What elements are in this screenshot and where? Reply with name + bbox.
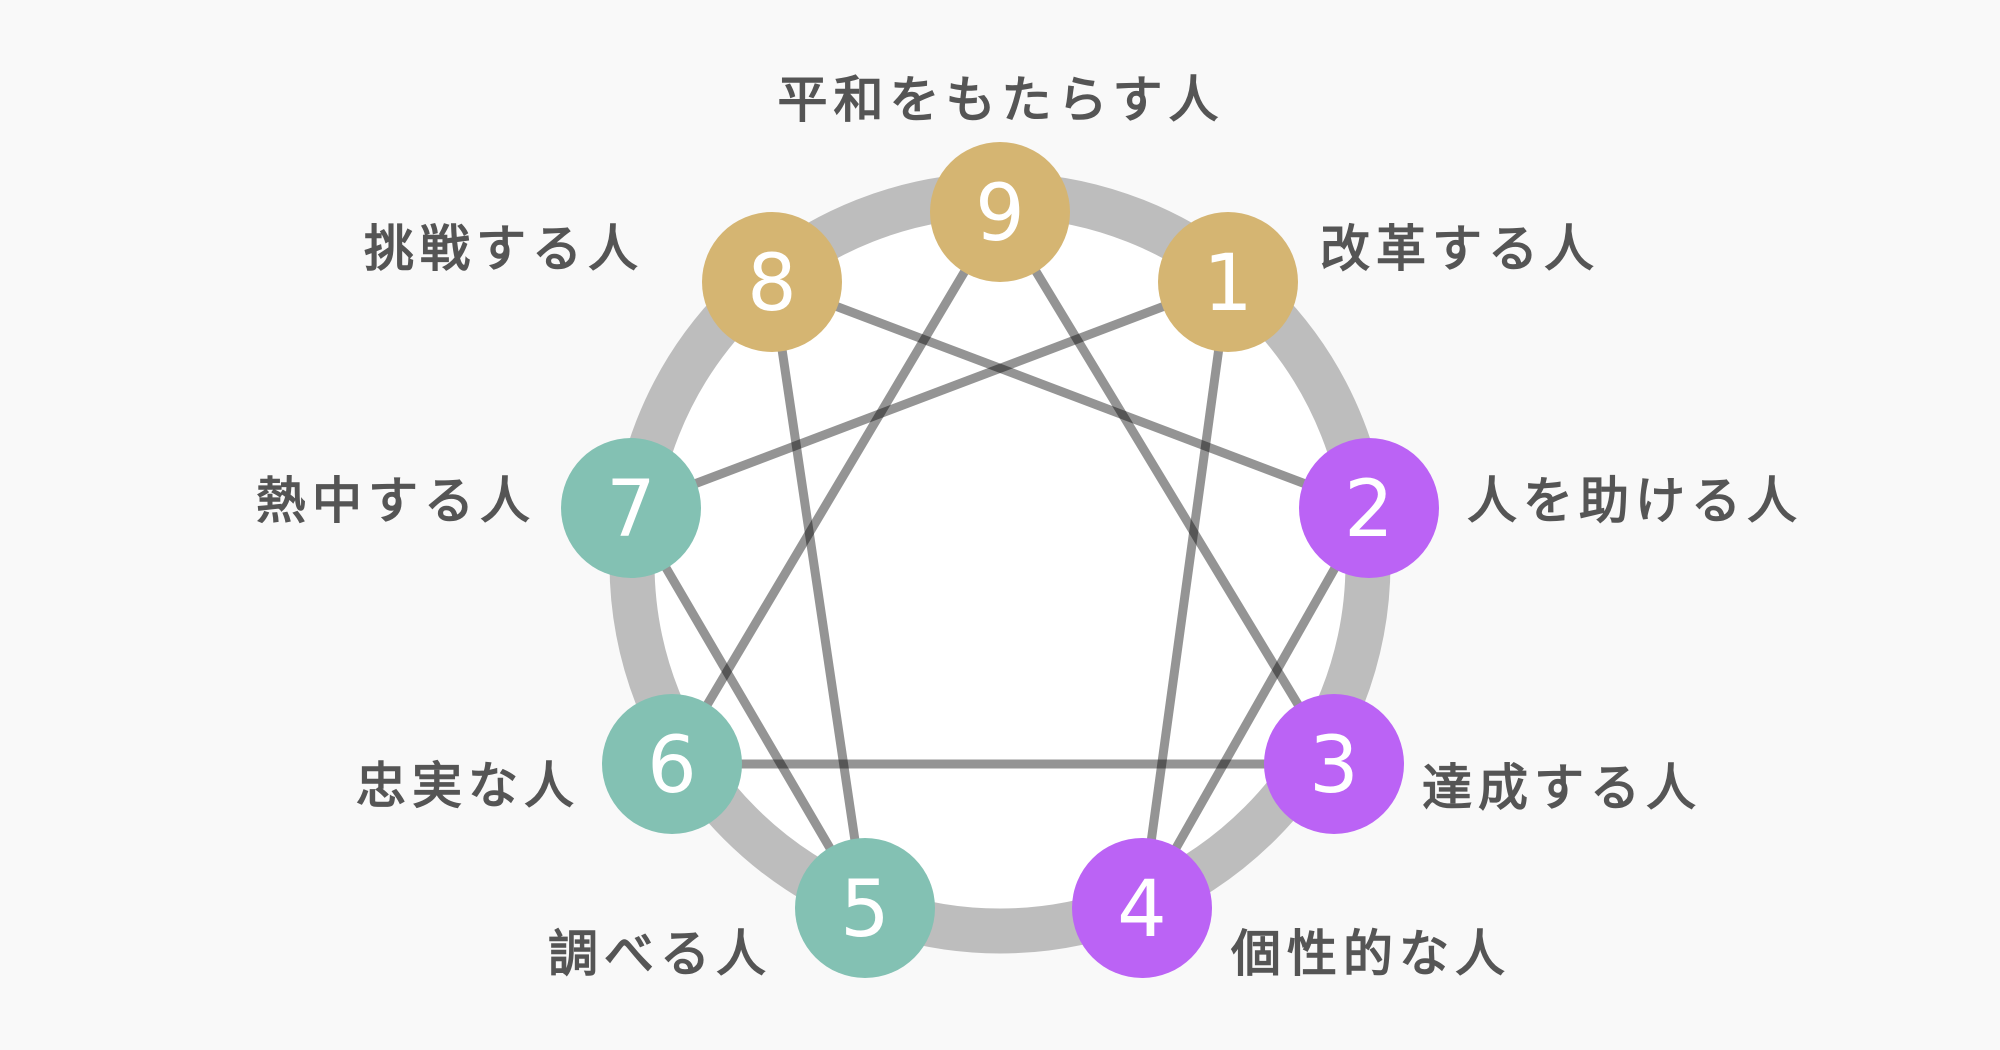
node-number-4: 4 xyxy=(1117,865,1167,955)
node-number-3: 3 xyxy=(1309,721,1359,811)
node-type-5 xyxy=(795,838,935,978)
connection-line-7-1 xyxy=(629,277,1230,513)
node-number-1: 1 xyxy=(1203,239,1253,329)
node-number-5: 5 xyxy=(840,865,890,955)
node-type-8 xyxy=(702,212,842,352)
label-type-6: 忠実な人 xyxy=(356,757,580,815)
node-type-7 xyxy=(561,438,701,578)
connection-line-2-8 xyxy=(770,277,1371,513)
node-number-9: 9 xyxy=(975,169,1025,259)
node-number-2: 2 xyxy=(1344,465,1394,555)
connection-line-1-4 xyxy=(1137,281,1233,909)
node-type-1 xyxy=(1158,212,1298,352)
node-type-9 xyxy=(930,142,1070,282)
label-type-5: 調べる人 xyxy=(548,925,772,983)
node-type-6 xyxy=(602,694,742,834)
connection-line-5-7 xyxy=(627,505,869,911)
node-number-7: 7 xyxy=(606,465,656,555)
connection-line-8-5 xyxy=(767,281,870,909)
label-type-3: 達成する人 xyxy=(1422,759,1702,817)
connection-line-9-6 xyxy=(668,209,1004,767)
label-type-7: 熱中する人 xyxy=(256,472,536,530)
label-type-9: 平和をもたらす人 xyxy=(777,71,1225,129)
node-type-4 xyxy=(1072,838,1212,978)
connection-line-4-2 xyxy=(1138,505,1373,911)
label-type-1: 改革する人 xyxy=(1320,220,1600,278)
node-number-6: 6 xyxy=(647,721,697,811)
label-type-4: 個性的な人 xyxy=(1231,925,1511,983)
connection-line-9-3 xyxy=(996,209,1338,767)
node-type-2 xyxy=(1299,438,1439,578)
label-type-8: 挑戦する人 xyxy=(364,220,644,278)
node-number-8: 8 xyxy=(747,239,797,329)
node-type-3 xyxy=(1264,694,1404,834)
label-type-2: 人を助ける人 xyxy=(1467,472,1803,530)
